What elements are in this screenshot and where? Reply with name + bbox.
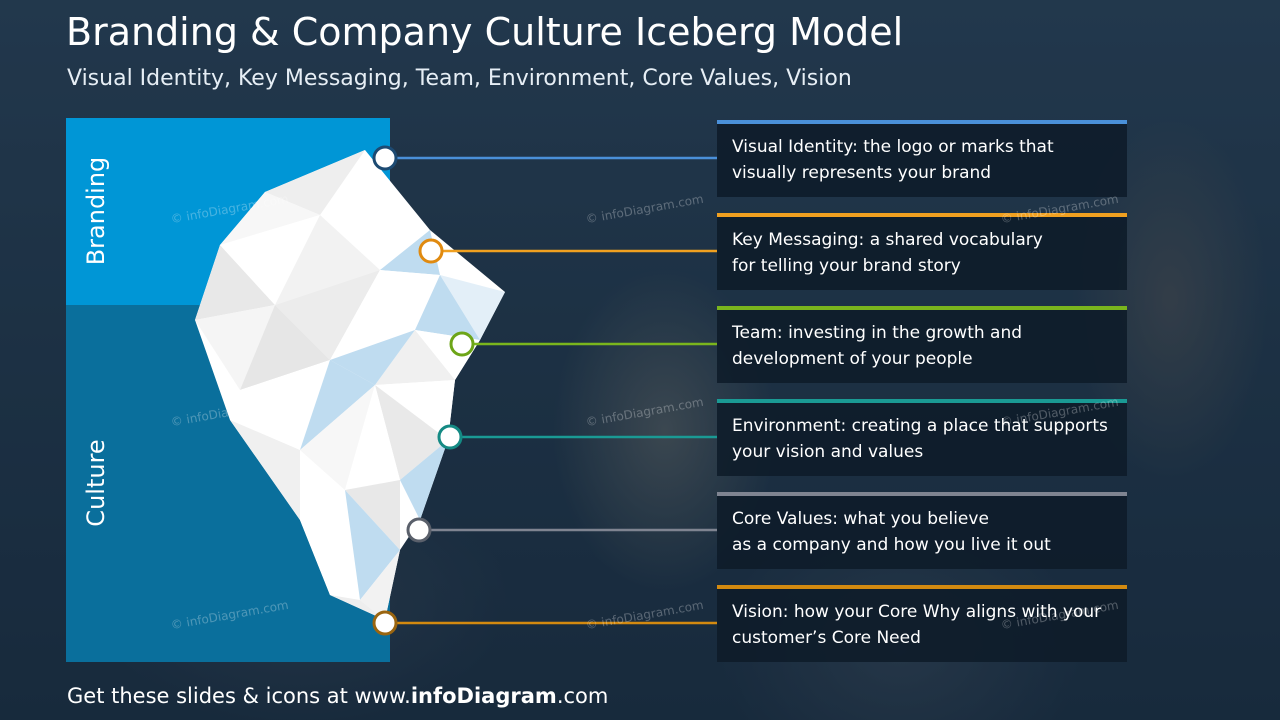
footer-suffix: .com [556,684,609,708]
connector-lines [397,156,717,625]
marker-visual-identity [372,145,398,171]
marker-vision [372,610,398,636]
accent-bar [717,399,1127,403]
footer-promo: Get these slides & icons at www.infoDiag… [67,684,608,708]
page-subtitle: Visual Identity, Key Messaging, Team, En… [67,66,852,91]
info-box-key-messaging: Key Messaging: a shared vocabulary for t… [717,213,1127,290]
page-title: Branding & Company Culture Iceberg Model [66,10,904,54]
accent-bar [717,213,1127,217]
marker-environment [437,424,463,450]
marker-key-messaging [418,238,444,264]
iceberg-shape [195,150,505,620]
accent-bar [717,120,1127,124]
info-text: Core Values: what you believe as a compa… [732,509,1051,555]
info-text: Visual Identity: the logo or marks that … [732,137,1054,183]
info-box-vision: Vision: how your Core Why aligns with yo… [717,585,1127,662]
info-text: Vision: how your Core Why aligns with yo… [732,602,1102,648]
info-box-core-values: Core Values: what you believe as a compa… [717,492,1127,569]
info-box-team: Team: investing in the growth and develo… [717,306,1127,383]
info-text: Team: investing in the growth and develo… [732,323,1023,369]
footer-prefix: Get these slides & icons at www. [67,684,411,708]
info-box-visual-identity: Visual Identity: the logo or marks that … [717,120,1127,197]
marker-team [449,331,475,357]
info-text: Environment: creating a place that suppo… [732,416,1108,462]
info-text: Key Messaging: a shared vocabulary for t… [732,230,1043,276]
accent-bar [717,306,1127,310]
accent-bar [717,585,1127,589]
info-box-environment: Environment: creating a place that suppo… [717,399,1127,476]
marker-core-values [406,517,432,543]
footer-brand: infoDiagram [410,684,557,708]
accent-bar [717,492,1127,496]
